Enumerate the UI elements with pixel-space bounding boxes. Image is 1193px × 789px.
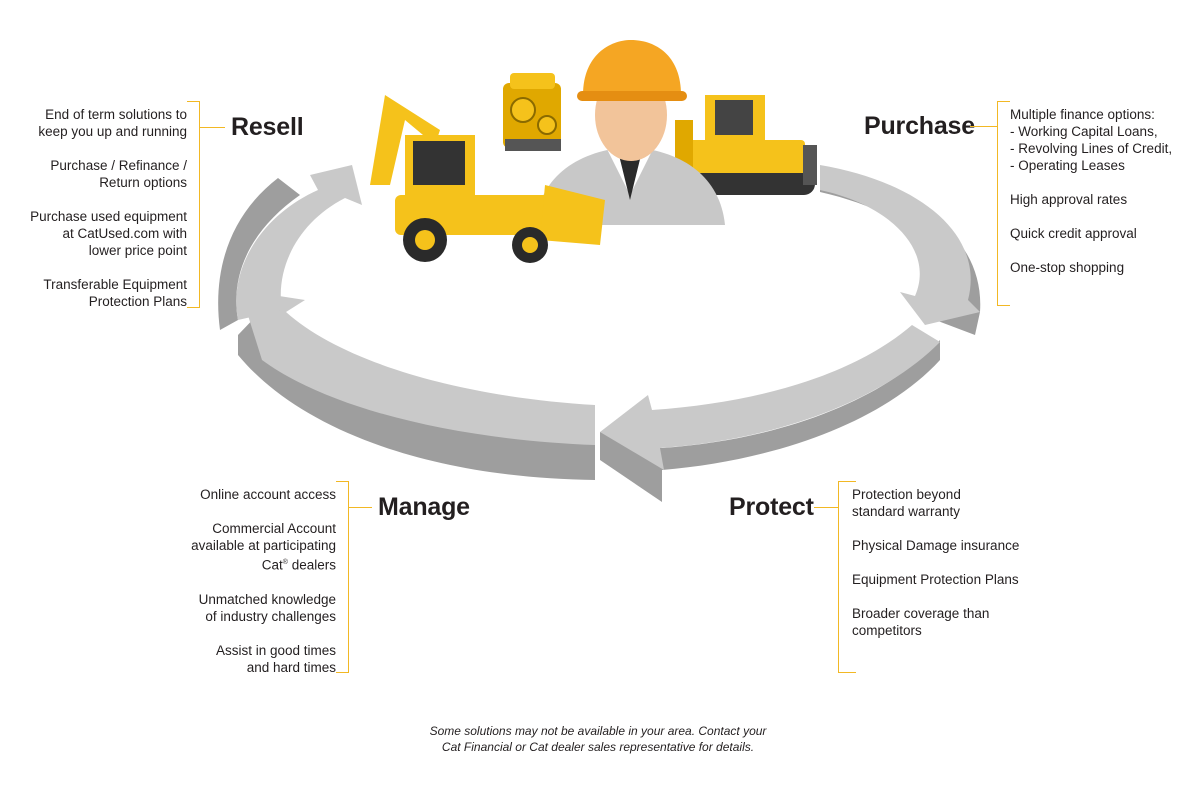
purchase-bracket-tick [970, 126, 997, 127]
manage-bracket-tick [348, 507, 372, 508]
list-item: Purchase / Refinance / Return options [50, 158, 187, 190]
list-item: Equipment Protection Plans [852, 572, 1019, 587]
list-item: Protection beyond standard warranty [852, 487, 961, 519]
list-item: Multiple finance options: - Working Capi… [1010, 107, 1173, 173]
commercial-account-text: Commercial Account available at particip… [191, 521, 336, 553]
disclaimer-text: Some solutions may not be available in y… [429, 724, 767, 754]
equipment-illustration [370, 40, 817, 263]
list-item: Broader coverage than competitors [852, 606, 990, 638]
list-item: Quick credit approval [1010, 226, 1137, 241]
list-item: Transferable Equipment Protection Plans [43, 277, 187, 309]
arrow-manage-to-resell [240, 290, 595, 445]
arrow-resell-to-purchase [236, 165, 362, 320]
cat-word: Cat [261, 557, 283, 573]
list-item: Purchase used equipment at CatUsed.com w… [30, 209, 187, 258]
resell-bracket-tick [199, 127, 225, 128]
resell-heading: Resell [231, 113, 304, 141]
list-item: Physical Damage insurance [852, 538, 1020, 553]
cat-dealers-line: Cat® dealers [130, 554, 336, 574]
manage-list: Online account access Commercial Account… [130, 486, 336, 676]
list-item: Assist in good times and hard times [215, 642, 336, 675]
arrow-protect-to-manage [600, 325, 940, 470]
worker-hardhat-icon [535, 40, 725, 225]
protect-list: Protection beyond standard warranty Phys… [852, 486, 1052, 639]
list-item: Unmatched knowledge of industry challeng… [198, 591, 336, 624]
dealers-word: dealers [287, 557, 336, 573]
arrow-protect-to-manage-side [600, 340, 940, 502]
protect-heading: Protect [729, 493, 814, 521]
list-item: End of term solutions to keep you up and… [38, 107, 187, 139]
list-item: One-stop shopping [1010, 260, 1125, 275]
manage-heading: Manage [378, 493, 470, 521]
protect-bracket [838, 481, 856, 673]
resell-bracket [187, 101, 200, 308]
registered-mark: ® [282, 559, 288, 566]
arrow-resell-to-purchase-side [218, 178, 300, 330]
resell-list: End of term solutions to keep you up and… [0, 106, 187, 310]
list-item: High approval rates [1010, 192, 1128, 207]
list-item: Commercial Account available at particip… [130, 520, 336, 554]
purchase-bracket [997, 101, 1010, 306]
protect-bracket-tick [814, 507, 838, 508]
purchase-list: Multiple finance options: - Working Capi… [1010, 106, 1190, 276]
purchase-heading: Purchase [864, 112, 975, 140]
list-item: Online account access [200, 487, 336, 502]
engine-icon [503, 73, 561, 151]
manage-bracket [336, 481, 349, 673]
arrow-purchase-to-protect [820, 165, 980, 325]
backhoe-loader-icon [370, 95, 605, 263]
